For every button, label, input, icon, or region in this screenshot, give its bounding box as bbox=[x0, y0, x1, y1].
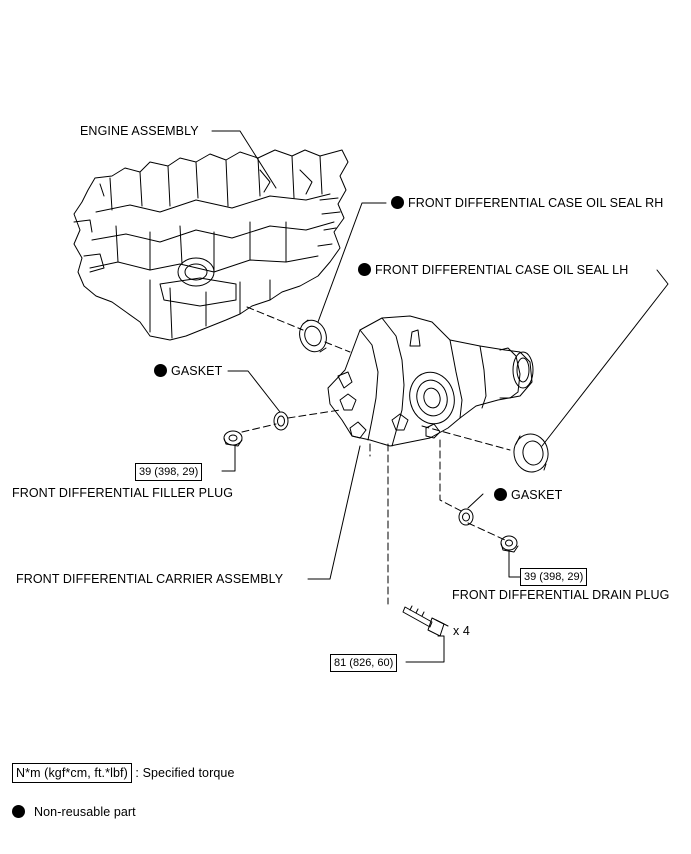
legend-torque: N*m (kgf*cm, ft.*lbf) : Specified torque bbox=[12, 763, 235, 783]
filler-plug-drawing bbox=[223, 430, 243, 447]
oil-seal-lh-drawing bbox=[513, 433, 549, 473]
carrier-assembly-label: FRONT DIFFERENTIAL CARRIER ASSEMBLY bbox=[16, 572, 284, 586]
drain-plug-label: FRONT DIFFERENTIAL DRAIN PLUG bbox=[452, 588, 670, 602]
gasket-filler-drawing bbox=[273, 411, 289, 431]
gasket-drain-label: GASKET bbox=[494, 488, 562, 502]
drain-plug-drawing bbox=[500, 535, 519, 553]
filler-plug-torque: 39 (398, 29) bbox=[135, 463, 203, 481]
oil-seal-lh-label: FRONT DIFFERENTIAL CASE OIL SEAL LH bbox=[358, 263, 628, 277]
drain-plug-torque: 39 (398, 29) bbox=[520, 568, 588, 586]
nonreusable-mark-icon bbox=[358, 263, 371, 276]
bolt-quantity-label: x 4 bbox=[453, 624, 470, 638]
filler-plug-label: FRONT DIFFERENTIAL FILLER PLUG bbox=[12, 486, 234, 500]
legend-torque-box: N*m (kgf*cm, ft.*lbf) bbox=[12, 763, 132, 783]
oil-seal-rh-drawing bbox=[299, 319, 327, 353]
differential-carrier-drawing bbox=[327, 315, 534, 447]
gasket-drain-drawing bbox=[458, 508, 474, 526]
nonreusable-mark-icon bbox=[494, 488, 507, 501]
legend-nonreusable-text: Non-reusable part bbox=[34, 805, 136, 819]
bolt-drawing bbox=[402, 605, 449, 637]
nonreusable-mark-icon bbox=[12, 805, 25, 818]
legend-torque-text: : Specified torque bbox=[135, 766, 235, 780]
legend-nonreusable: Non-reusable part bbox=[12, 805, 136, 819]
nonreusable-mark-icon bbox=[391, 196, 404, 209]
engine-assembly-label: ENGINE ASSEMBLY bbox=[80, 124, 199, 138]
engine-block-drawing bbox=[73, 149, 349, 341]
nonreusable-mark-icon bbox=[154, 364, 167, 377]
bolt-torque: 81 (826, 60) bbox=[330, 654, 398, 672]
gasket-filler-label: GASKET bbox=[154, 364, 222, 378]
oil-seal-rh-label: FRONT DIFFERENTIAL CASE OIL SEAL RH bbox=[391, 196, 663, 210]
